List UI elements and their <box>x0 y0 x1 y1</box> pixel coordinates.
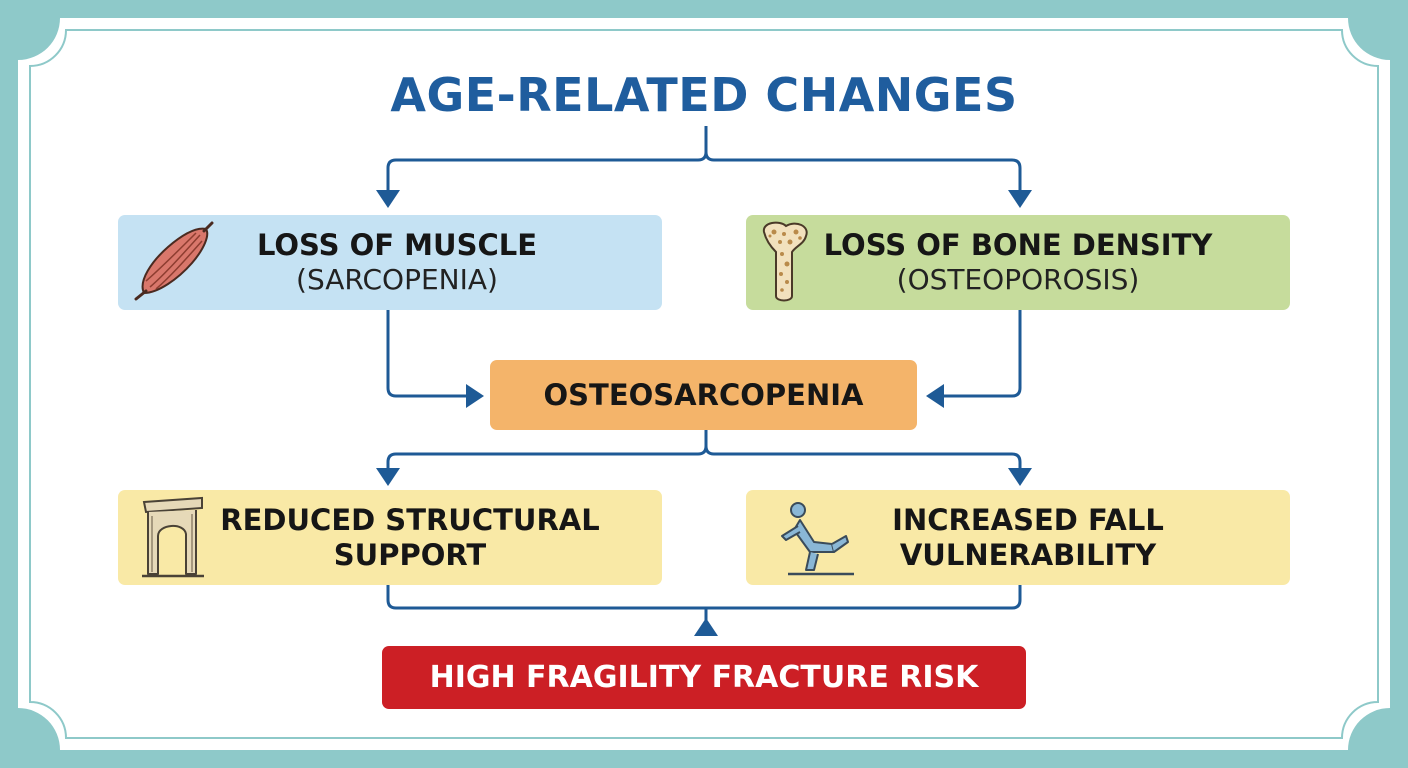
muscle-loss-label: LOSS OF MUSCLE <box>256 228 538 263</box>
arrowhead-to-fall <box>1008 468 1032 486</box>
structural-support-label-line1: REDUCED STRUCTURAL <box>220 502 600 537</box>
diagram-title: AGE-RELATED CHANGES <box>390 68 1018 122</box>
arrowhead-bone-to-osteo <box>926 384 944 408</box>
bone-loss-box: LOSS OF BONE DENSITY (OSTEOPOROSIS) <box>746 215 1290 310</box>
arrowhead-to-support <box>376 468 400 486</box>
fracture-risk-box: HIGH FRAGILITY FRACTURE RISK <box>382 646 1026 709</box>
structural-support-box: REDUCED STRUCTURAL SUPPORT <box>118 490 662 585</box>
falling-person-icon <box>781 502 854 576</box>
fall-vulnerability-label-line2: VULNERABILITY <box>899 537 1157 572</box>
frame-inner-border <box>29 29 1379 739</box>
arrowhead-to-risk <box>694 618 718 636</box>
bone-loss-sublabel: (OSTEOPOROSIS) <box>896 263 1140 297</box>
structural-support-label-line2: SUPPORT <box>333 537 487 572</box>
fall-vulnerability-box: INCREASED FALL VULNERABILITY <box>746 490 1290 585</box>
connector-title-split-right <box>704 151 1022 192</box>
connector-osteo-split-right <box>704 445 1022 470</box>
arch-icon <box>142 496 204 578</box>
arrowhead-muscle-to-osteo <box>466 384 484 408</box>
bone-loss-label: LOSS OF BONE DENSITY <box>823 228 1213 263</box>
muscle-loss-box: LOSS OF MUSCLE (SARCOPENIA) <box>118 215 662 310</box>
arrowhead-to-bone <box>1008 190 1032 208</box>
osteosarcopenia-box: OSTEOSARCOPENIA <box>490 360 917 430</box>
muscle-loss-sublabel: (SARCOPENIA) <box>296 263 498 297</box>
connector-arrowheads <box>376 190 1032 636</box>
connector-bone-to-osteo <box>942 310 1022 398</box>
connector-bottom-merge <box>386 585 1022 610</box>
bone-icon <box>762 221 808 302</box>
connector-lines <box>386 126 1022 628</box>
fall-vulnerability-label-line1: INCREASED FALL <box>892 502 1164 537</box>
muscle-icon <box>134 221 214 301</box>
arrowhead-to-muscle <box>376 190 400 208</box>
connector-muscle-to-osteo <box>386 310 468 398</box>
osteosarcopenia-label: OSTEOSARCOPENIA <box>543 377 864 412</box>
fracture-risk-label: HIGH FRAGILITY FRACTURE RISK <box>429 659 979 695</box>
